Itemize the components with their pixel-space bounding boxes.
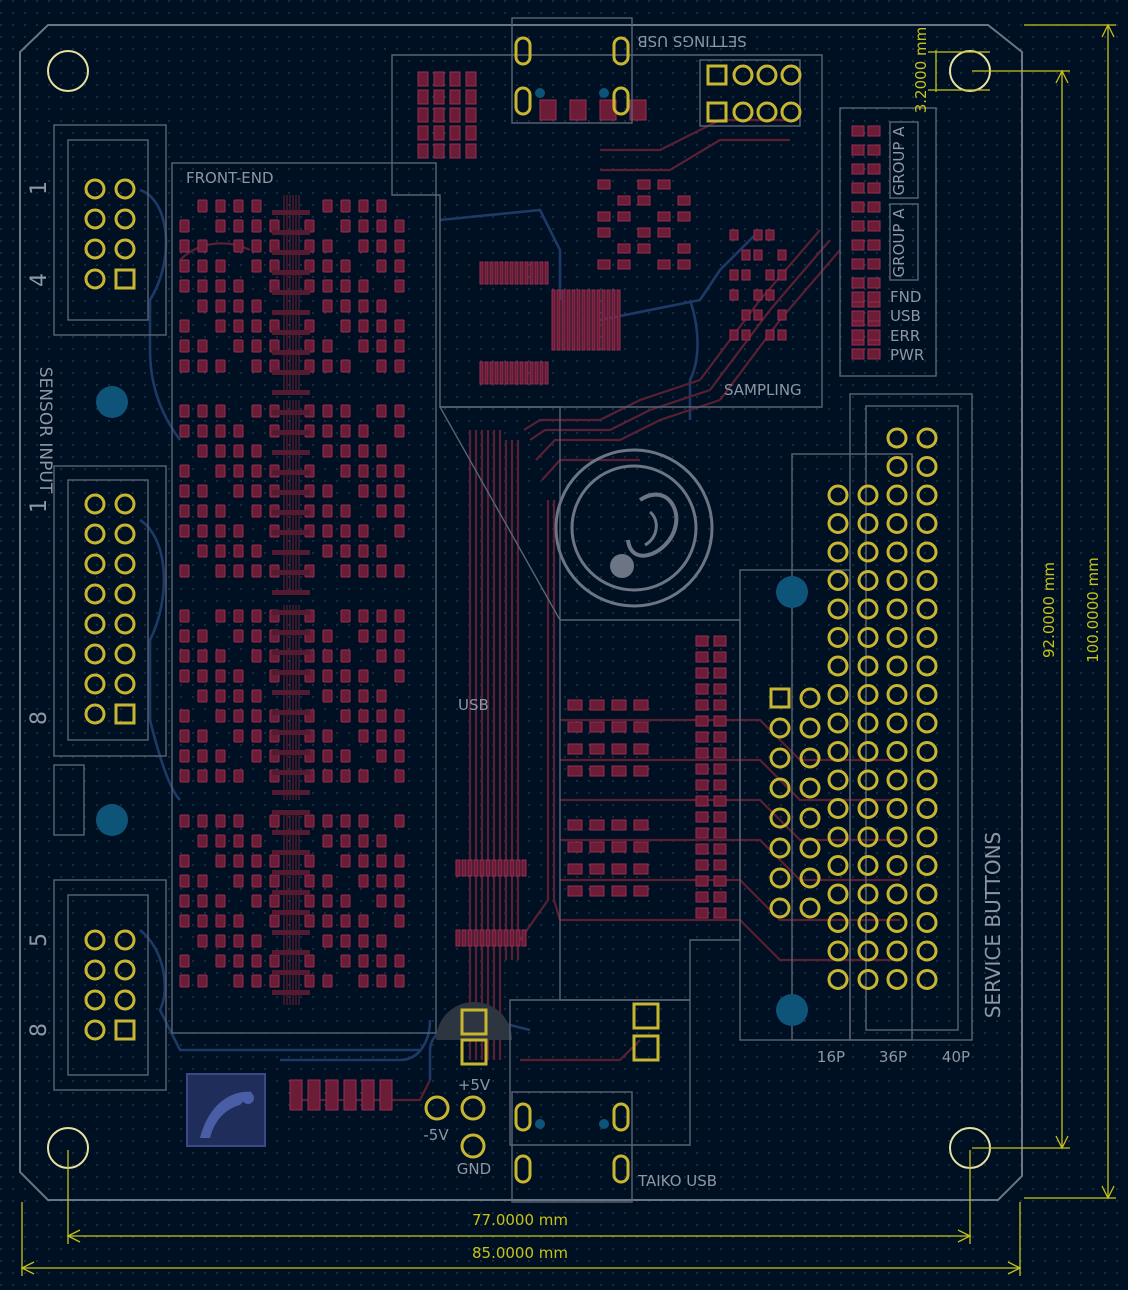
pin-number-4: 4 (27, 273, 52, 287)
led-label-err: ERR (890, 327, 920, 345)
dimension-width-inner (66, 1150, 972, 1244)
sampling-components (417, 71, 787, 385)
service-header-16p (739, 569, 851, 1041)
mount-hole-service-bottom (776, 994, 808, 1026)
usb-label: USB (458, 696, 489, 714)
dimension-width-outer (20, 1202, 1022, 1276)
taiko-usb-connector (511, 1091, 633, 1203)
mount-hole-sensor-top (96, 386, 128, 418)
height-outer-value: 100.0000 mm (1084, 557, 1102, 663)
settings-usb-connector (511, 17, 633, 124)
sampling-label: SAMPLING (724, 381, 802, 399)
back-copper-traces (139, 188, 761, 1080)
sensor-connector-bottom (53, 879, 167, 1091)
hole-size-value: 3.2000 mm (912, 27, 930, 113)
group-a-top-label: GROUP A (890, 126, 908, 196)
header-36p-label: 36P (879, 1048, 907, 1066)
board-outline (19, 24, 1023, 1201)
led-label-pwr: PWR (890, 346, 924, 364)
service-pins (769, 427, 938, 990)
sensor-pins (84, 178, 136, 1041)
brand-logo (186, 1073, 266, 1147)
pin-number-1a: 1 (27, 181, 52, 195)
height-inner-value: 92.0000 mm (1040, 562, 1058, 658)
led-label-usb: USB (890, 307, 921, 325)
header-16p-label: 16P (817, 1048, 845, 1066)
front-end-region (171, 162, 437, 1034)
width-inner-value: 77.0000 mm (472, 1211, 568, 1229)
indicator-box (839, 107, 937, 377)
taiko-logo (554, 448, 714, 608)
sensor-connector-middle (53, 465, 167, 757)
mount-hole-sensor-bottom (96, 804, 128, 836)
taiko-usb-label: TAIKO USB (637, 1172, 717, 1190)
settings-usb-label: SETTINGS USB (637, 32, 746, 50)
minus5v-label: -5V (423, 1126, 449, 1144)
pin-number-8b: 8 (27, 1023, 52, 1037)
indicator-leds (851, 125, 881, 360)
group-a-bottom-label: GROUP A (890, 208, 908, 278)
dimension-height-outer (1024, 23, 1116, 1200)
led-label-fnd: FND (890, 288, 921, 306)
jumper-header (699, 59, 802, 127)
service-buttons-label: SERVICE BUTTONS (981, 832, 1005, 1019)
dimension-height-inner (972, 69, 1070, 1150)
mount-hole-service-top (776, 576, 808, 608)
pin-number-8a: 8 (27, 711, 52, 725)
power-connector (424, 1002, 660, 1159)
header-40p-label: 40P (942, 1048, 970, 1066)
front-end-components (179, 195, 405, 1005)
usb-components (289, 635, 727, 1111)
gnd-label: GND (457, 1160, 491, 1178)
front-copper-traces (179, 118, 900, 1102)
width-outer-value: 85.0000 mm (472, 1244, 568, 1262)
front-end-label: FRONT-END (186, 169, 274, 187)
plus5v-label: +5V (458, 1076, 491, 1094)
dimension-hole (928, 50, 990, 92)
service-header-36p (791, 453, 913, 1041)
pin-number-5: 5 (27, 933, 52, 947)
pin-number-1b: 1 (27, 499, 52, 513)
usb-region (438, 406, 741, 1001)
sensor-input-label: SENSOR INPUT (35, 367, 55, 494)
sensor-connector-top (53, 124, 167, 336)
